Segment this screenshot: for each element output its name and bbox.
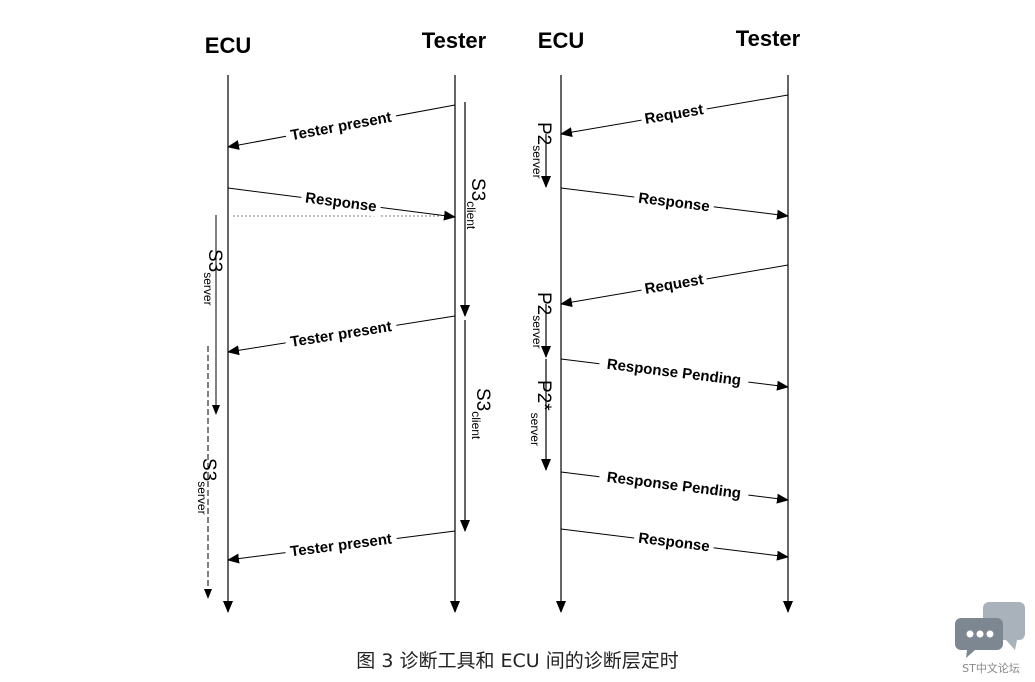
- right-label-response-pending-2: Response Pending: [606, 469, 742, 502]
- right-label-response-pending-1: Response Pending: [606, 356, 742, 389]
- s3-client-label-2: S3client: [469, 388, 493, 440]
- left-label-tester-present-1: Tester present: [289, 109, 393, 144]
- p2star-server-label: P2*server: [528, 380, 554, 446]
- watermark-text: ST中文论坛: [962, 662, 1020, 675]
- left-tester-header: Tester: [422, 28, 487, 53]
- chat-bubbles-icon: [955, 602, 1025, 658]
- s3-client-label-1: S3client: [464, 178, 488, 230]
- p2-server-label-2: P2server: [530, 292, 554, 349]
- right-tester-header: Tester: [736, 26, 801, 51]
- left-ecu-header: ECU: [205, 33, 251, 58]
- s3-server-label-1: S3server: [201, 249, 225, 306]
- figure-caption: 图 3 诊断工具和 ECU 间的诊断层定时: [356, 650, 679, 672]
- watermark: ST中文论坛: [953, 598, 1029, 676]
- left-label-tester-present-2: Tester present: [289, 318, 393, 351]
- p2-server-label-1: P2server: [530, 122, 554, 179]
- s3-server-label-2: S3server: [195, 458, 219, 515]
- right-ecu-header: ECU: [538, 28, 584, 53]
